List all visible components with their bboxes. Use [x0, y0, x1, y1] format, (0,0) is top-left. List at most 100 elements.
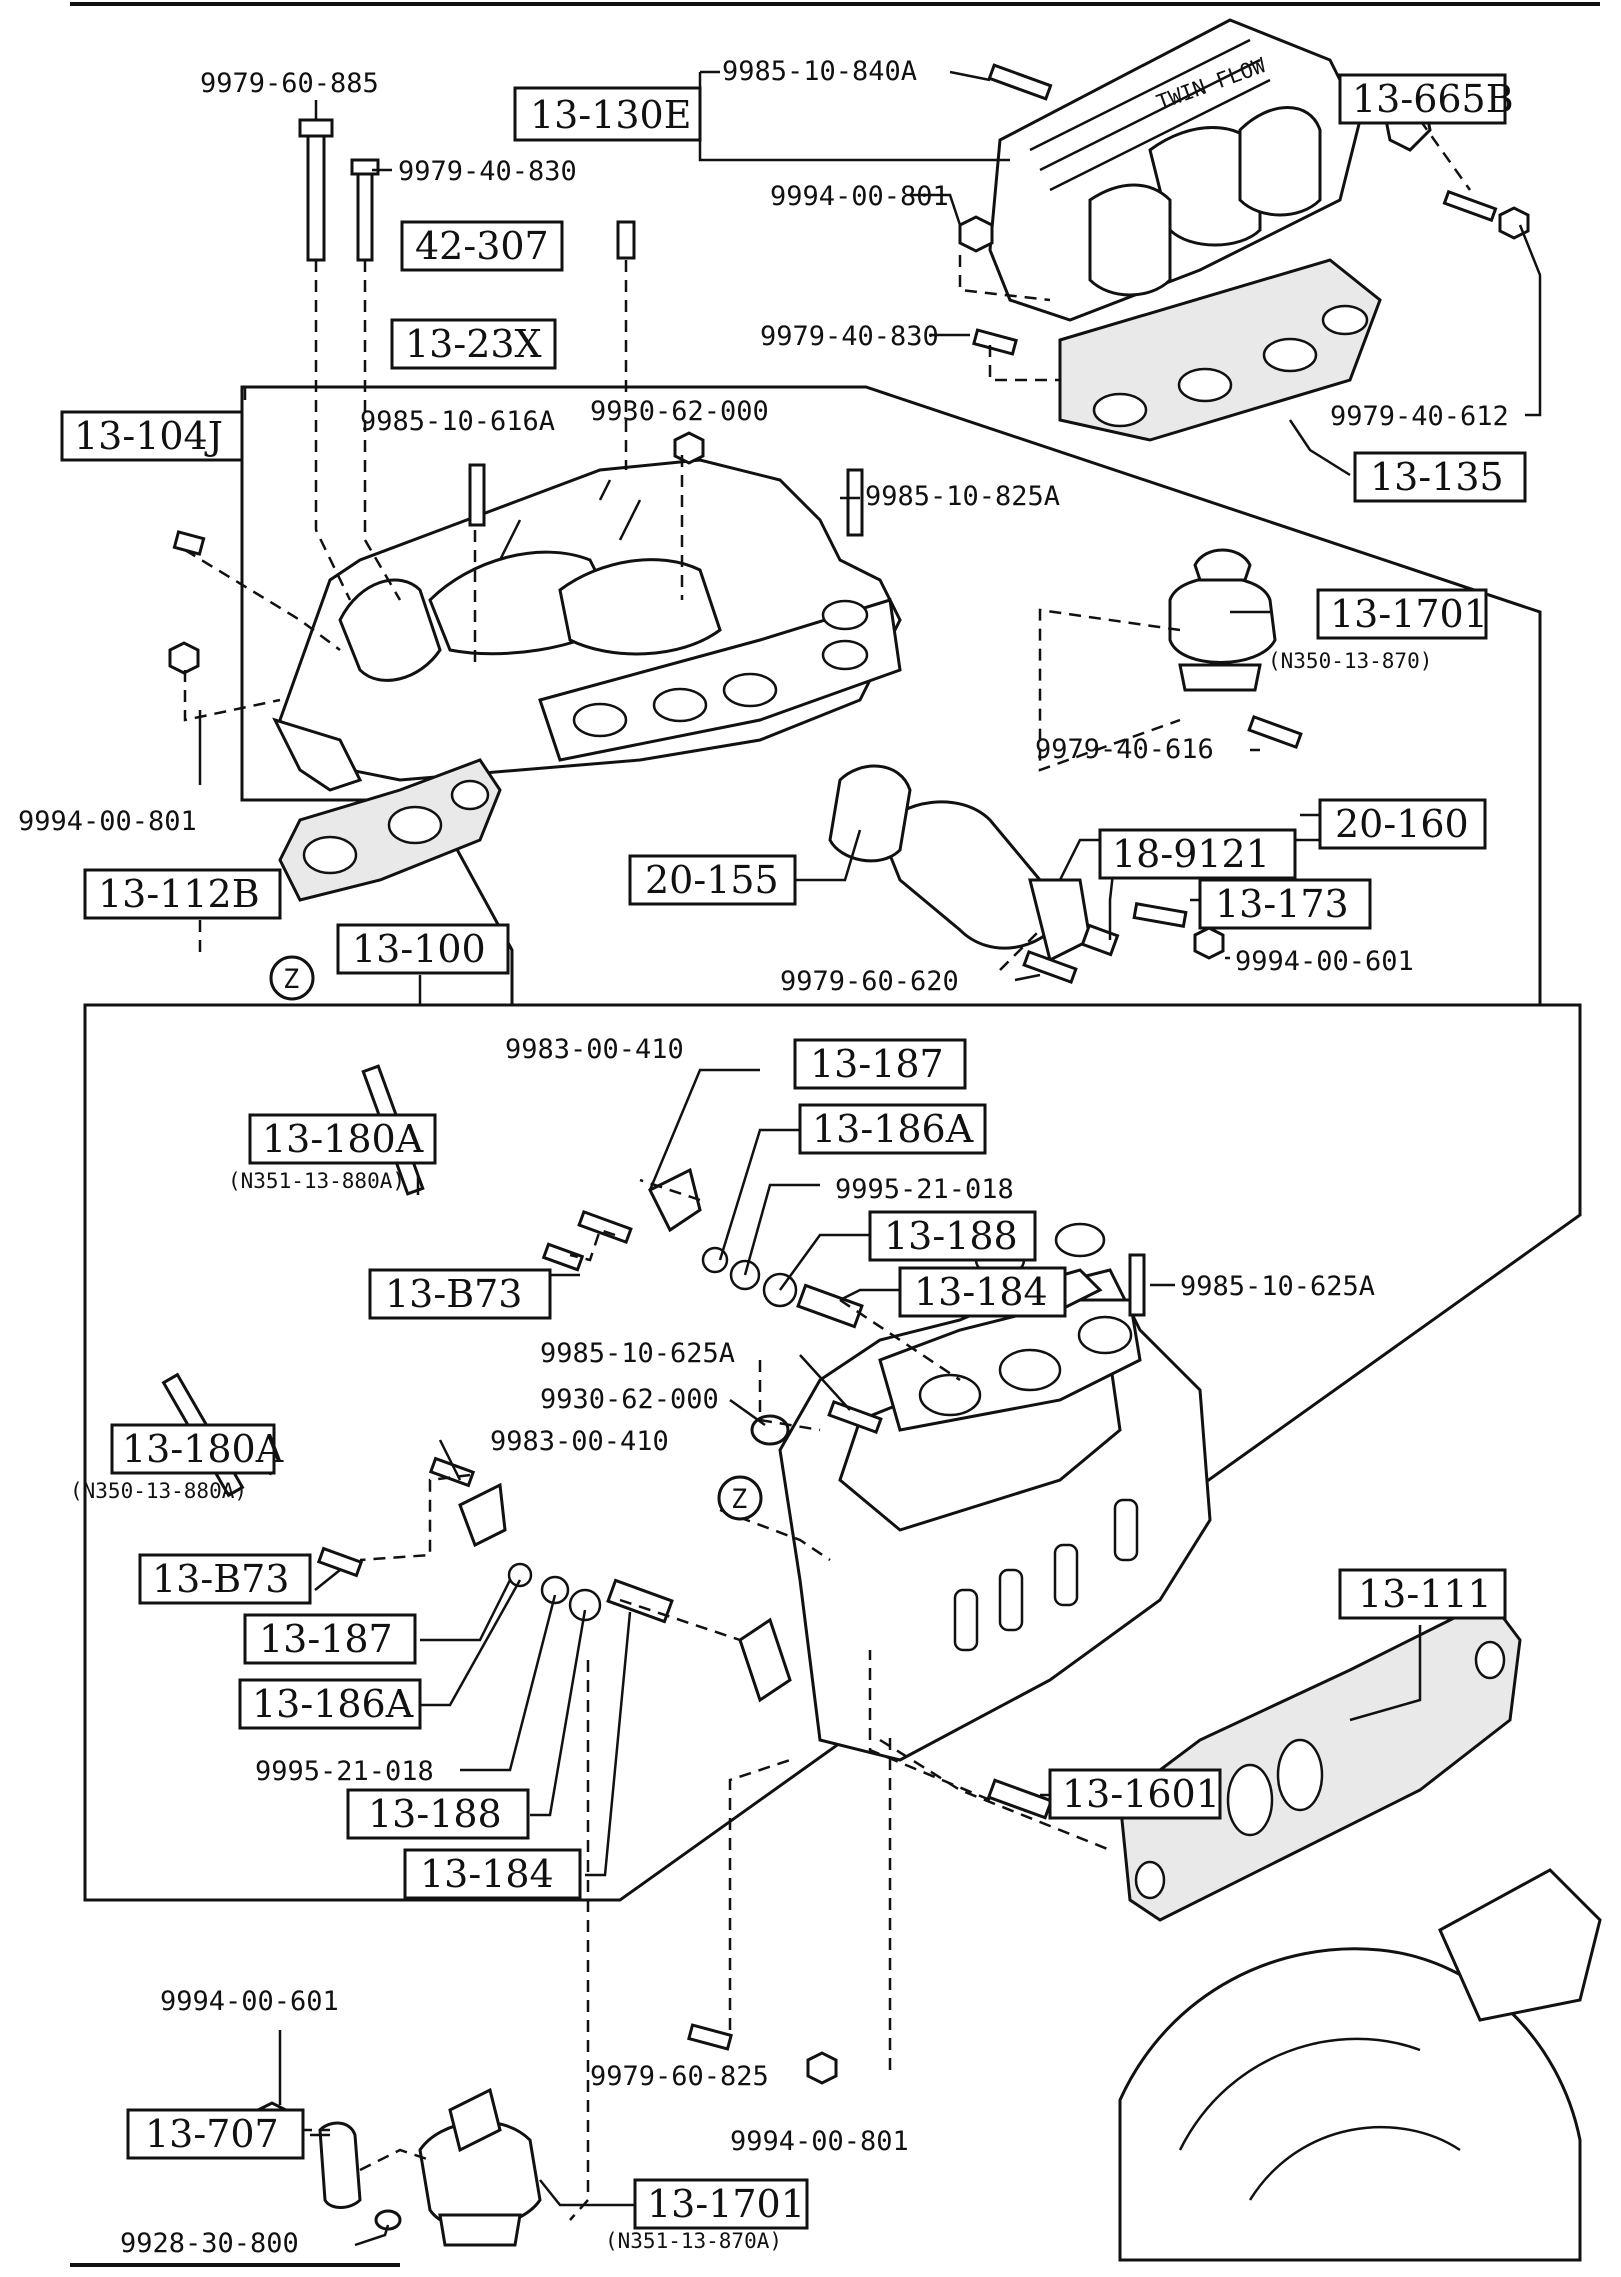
pn-9995-21-018-b[interactable]: 9995-21-018	[255, 1756, 434, 1787]
svg-text:13-130E: 13-130E	[530, 93, 691, 137]
svg-text:13-188: 13-188	[368, 1792, 502, 1836]
z-marker-mid: Z	[717, 1475, 763, 1521]
svg-text:13-104J: 13-104J	[74, 414, 223, 458]
pn-9983-00-410-a[interactable]: 9983-00-410	[505, 1034, 684, 1065]
label-13-100[interactable]: 13-100	[336, 923, 510, 975]
boxed-labels: 13-130E 13-665B 42-307 13-23X 13-104J 13…	[60, 73, 1527, 2230]
pn-9930-62-000-a[interactable]: 9930-62-000	[590, 396, 769, 427]
label-13-184-top[interactable]: 13-184	[898, 1266, 1067, 1318]
svg-text:Z: Z	[283, 964, 299, 995]
svg-text:13-186A: 13-186A	[812, 1107, 974, 1151]
gasket-13-112B	[278, 758, 502, 902]
pn-9994-00-801-c[interactable]: 9994-00-801	[730, 2126, 909, 2157]
label-13-180A-top[interactable]: 13-180A	[248, 1113, 437, 1165]
svg-text:13-180A: 13-180A	[262, 1117, 424, 1161]
pn-9994-00-801-a[interactable]: 9994-00-801	[770, 181, 949, 212]
svg-text:13-188: 13-188	[884, 1214, 1018, 1258]
label-42-307[interactable]: 42-307	[400, 220, 564, 272]
pn-9979-40-616[interactable]: 9979-40-616	[1035, 734, 1214, 765]
label-13-173[interactable]: 13-173	[1198, 878, 1372, 930]
label-13-188-top[interactable]: 13-188	[868, 1210, 1037, 1262]
svg-text:13-1701: 13-1701	[647, 2182, 805, 2226]
engine-block-partial	[1118, 1868, 1602, 2262]
pn-9979-60-620[interactable]: 9979-60-620	[780, 966, 959, 997]
pn-9979-40-830-a[interactable]: 9979-40-830	[398, 156, 577, 187]
svg-text:13-187: 13-187	[810, 1042, 944, 1086]
pn-9979-40-612[interactable]: 9979-40-612	[1330, 401, 1509, 432]
svg-text:13-135: 13-135	[1370, 455, 1504, 499]
label-13-1601[interactable]: 13-1601	[1048, 1768, 1222, 1820]
pn-9994-00-601-b[interactable]: 9994-00-601	[160, 1986, 339, 2017]
svg-text:13-100: 13-100	[352, 927, 486, 971]
label-13-186A-mid[interactable]: 13-186A	[238, 1678, 422, 1730]
upper-intake-plenum: TWIN FLOW	[988, 18, 1382, 442]
label-18-9121[interactable]: 18-9121	[1098, 828, 1297, 880]
pn-9930-62-000-b[interactable]: 9930-62-000	[540, 1384, 719, 1415]
label-13-B73-top[interactable]: 13-B73	[368, 1268, 552, 1320]
label-13-112B[interactable]: 13-112B	[83, 868, 282, 920]
pn-9994-00-601-a[interactable]: 9994-00-601	[1235, 946, 1414, 977]
pn-9928-30-800[interactable]: 9928-30-800	[120, 2228, 299, 2259]
svg-text:13-180A: 13-180A	[122, 1427, 284, 1471]
svg-text:13-184: 13-184	[420, 1852, 554, 1896]
svg-text:13-112B: 13-112B	[98, 872, 260, 916]
pn-9979-40-830-b[interactable]: 9979-40-830	[760, 321, 939, 352]
svg-text:13-186A: 13-186A	[252, 1682, 414, 1726]
svg-text:13-111: 13-111	[1358, 1572, 1492, 1616]
svg-text:13-707: 13-707	[145, 2112, 279, 2156]
label-20-155[interactable]: 20-155	[628, 854, 797, 906]
pn-9983-00-410-b[interactable]: 9983-00-410	[490, 1426, 669, 1457]
label-13-111[interactable]: 13-111	[1338, 1568, 1507, 1620]
label-13-184-mid[interactable]: 13-184	[403, 1848, 582, 1900]
svg-text:42-307: 42-307	[415, 224, 549, 268]
svg-text:13-B73: 13-B73	[152, 1557, 289, 1601]
label-13-23X[interactable]: 13-23X	[390, 318, 557, 370]
label-13-1701-bot[interactable]: 13-1701	[633, 2178, 809, 2230]
svg-text:13-23X: 13-23X	[405, 322, 542, 366]
label-13-135[interactable]: 13-135	[1353, 451, 1527, 503]
svg-text:13-173: 13-173	[1215, 882, 1349, 926]
svg-text:13-1701: 13-1701	[1330, 592, 1488, 636]
gasket-13-111	[1118, 1598, 1522, 1922]
pn-9995-21-018-a[interactable]: 9995-21-018	[835, 1174, 1014, 1205]
sub-n350-13-880A: (N350-13-880A)	[70, 1479, 247, 1503]
sub-n351-13-870A: (N351-13-870A)	[605, 2229, 782, 2253]
svg-text:13-1601: 13-1601	[1062, 1772, 1220, 1816]
pn-9985-10-625A-a[interactable]: 9985-10-625A	[1180, 1271, 1375, 1302]
pn-9985-10-616A[interactable]: 9985-10-616A	[360, 406, 555, 437]
pn-9985-10-825A[interactable]: 9985-10-825A	[865, 481, 1060, 512]
assembly-lines	[183, 119, 1472, 2221]
label-13-B73-mid[interactable]: 13-B73	[138, 1553, 312, 1605]
label-13-187-top[interactable]: 13-187	[793, 1038, 967, 1090]
vacuum-actuator-top	[1168, 548, 1277, 692]
label-13-180A-mid[interactable]: 13-180A	[110, 1423, 284, 1475]
sub-n350-13-870: (N350-13-870)	[1268, 649, 1432, 673]
svg-text:20-155: 20-155	[645, 858, 779, 902]
intake-manifold-upper	[272, 458, 902, 792]
label-13-1701-top[interactable]: 13-1701	[1316, 588, 1488, 640]
svg-text:13-B73: 13-B73	[385, 1272, 522, 1316]
svg-text:Z: Z	[731, 1484, 747, 1515]
svg-text:18-9121: 18-9121	[1112, 832, 1270, 876]
svg-text:13-184: 13-184	[914, 1270, 1048, 1314]
svg-text:13-665B: 13-665B	[1352, 77, 1514, 121]
label-13-104J[interactable]: 13-104J	[60, 410, 244, 462]
pn-9994-00-801-b[interactable]: 9994-00-801	[18, 806, 197, 837]
label-13-187-mid[interactable]: 13-187	[243, 1613, 417, 1665]
label-13-130E[interactable]: 13-130E	[513, 86, 702, 142]
pn-9979-60-825[interactable]: 9979-60-825	[590, 2061, 769, 2092]
label-13-186A-top[interactable]: 13-186A	[798, 1103, 987, 1155]
pn-9985-10-625A-b[interactable]: 9985-10-625A	[540, 1338, 735, 1369]
label-20-160[interactable]: 20-160	[1318, 798, 1487, 850]
svg-text:20-160: 20-160	[1335, 802, 1469, 846]
pn-9985-10-840A[interactable]: 9985-10-840A	[722, 56, 917, 87]
svg-text:13-187: 13-187	[259, 1617, 393, 1661]
label-13-188-mid[interactable]: 13-188	[346, 1788, 530, 1840]
vacuum-actuator-bottom	[374, 2087, 542, 2247]
label-13-665B[interactable]: 13-665B	[1338, 73, 1514, 125]
z-marker-top: Z	[269, 955, 315, 1001]
egr-pipe-assembly	[828, 764, 1092, 963]
pn-9979-60-885[interactable]: 9979-60-885	[200, 68, 379, 99]
label-13-707[interactable]: 13-707	[126, 2108, 305, 2160]
